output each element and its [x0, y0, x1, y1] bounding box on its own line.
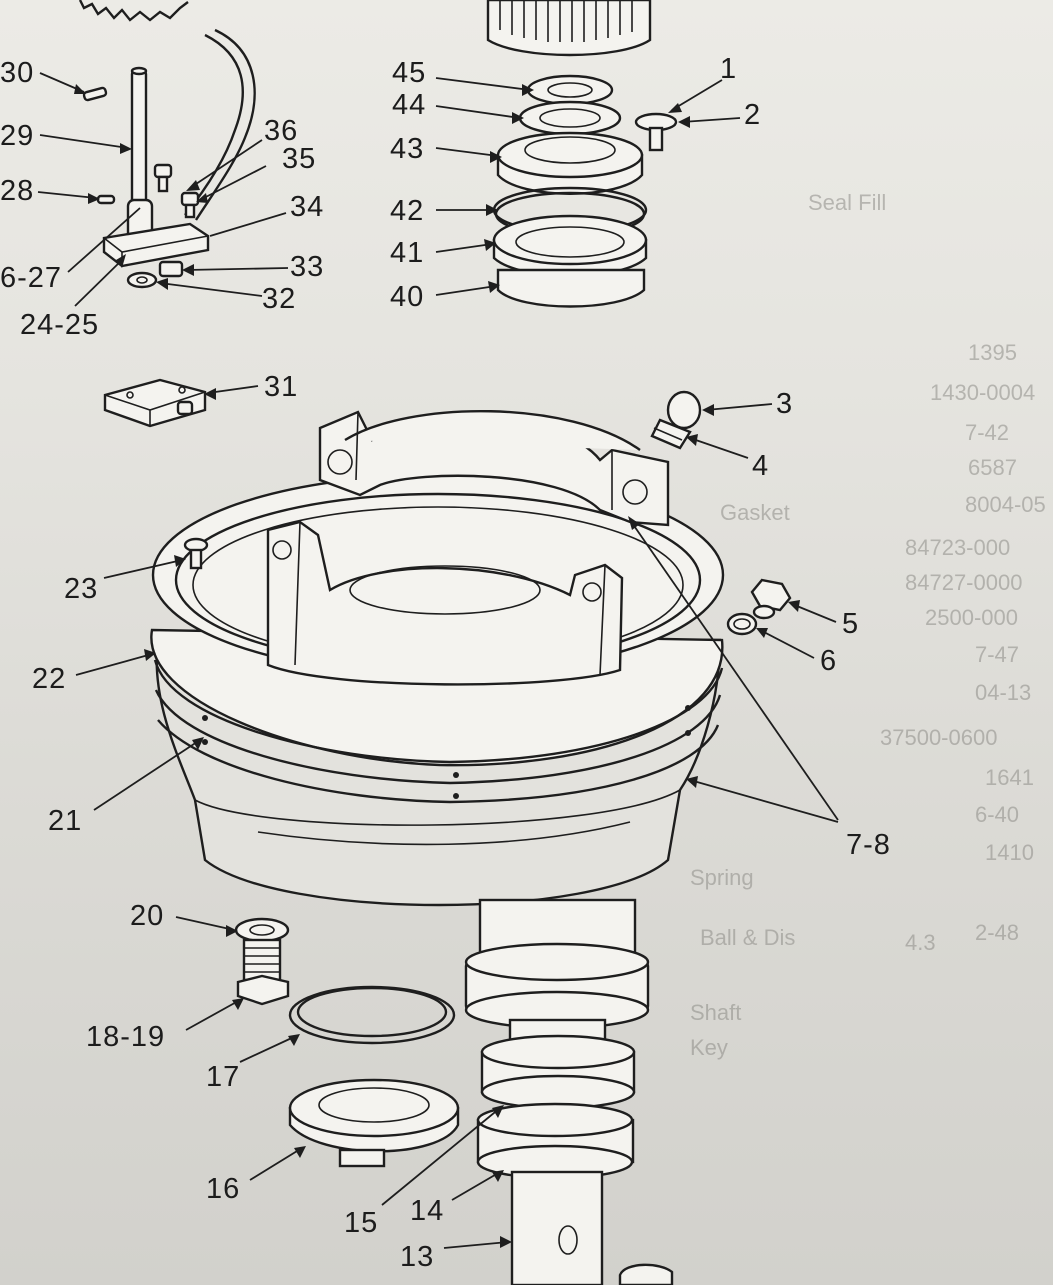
- pin: [96, 194, 116, 205]
- callout-7-8: 7-8: [846, 829, 891, 861]
- callout-41: 41: [390, 237, 424, 269]
- ghost-text: 8004-05: [965, 492, 1046, 517]
- nut: [158, 260, 184, 278]
- ghost-text: 7-47: [975, 642, 1019, 667]
- rod: [130, 68, 148, 222]
- serrated-edge: [78, 0, 189, 22]
- ghost-text: Key: [690, 1035, 728, 1060]
- callout-17: 17: [206, 1061, 240, 1093]
- ring: [526, 74, 614, 106]
- curved-rod: [184, 33, 244, 216]
- ghost-text: 1395: [968, 340, 1017, 365]
- ghost-text: 04-13: [975, 680, 1031, 705]
- ghost-text: 1410: [985, 840, 1034, 865]
- ghost-text: Shaft: [690, 1000, 741, 1025]
- callout-36: 36: [264, 115, 298, 147]
- grease-fitting: [650, 390, 702, 450]
- leader-lines: [37, 72, 839, 1249]
- ghost-text: Gasket: [720, 500, 790, 525]
- callout-22: 22: [32, 663, 66, 695]
- main-housing: [150, 410, 725, 907]
- screw: [153, 163, 173, 193]
- callout-18-19: 18-19: [86, 1021, 165, 1053]
- ghost-text: 84723-000: [905, 535, 1010, 560]
- ghost-text: 6-40: [975, 802, 1019, 827]
- callout-23: 23: [64, 573, 98, 605]
- ghost-text: 6587: [968, 455, 1017, 480]
- gear: [486, 0, 652, 57]
- pin: [82, 86, 108, 102]
- ghost-text: Spring: [690, 865, 754, 890]
- seal-stack: [486, 0, 678, 308]
- callout-45: 45: [392, 57, 426, 89]
- ghost-text: 2-48: [975, 920, 1019, 945]
- callout-33: 33: [290, 251, 324, 283]
- callout-14: 14: [410, 1195, 444, 1227]
- ghost-text: Seal Fill: [808, 190, 886, 215]
- ghost-text: 37500-0600: [880, 725, 997, 750]
- screw: [634, 112, 678, 152]
- ghost-text: 2500-000: [925, 605, 1018, 630]
- ghost-text: 84727-0000: [905, 570, 1022, 595]
- callout-35: 35: [282, 143, 316, 175]
- callout-29: 29: [0, 120, 34, 152]
- bleed-through-text: 1395 1430-0004 7-42 6587 8004-05 84723-0…: [690, 190, 1046, 1060]
- callout-34: 34: [290, 191, 324, 223]
- callout-15: 15: [344, 1207, 378, 1239]
- linkage-assembly: [78, 0, 256, 289]
- housing-ring: [496, 268, 646, 308]
- threaded-fitting: [234, 917, 290, 1006]
- callout-4: 4: [752, 450, 769, 482]
- callout-1: 1: [720, 53, 737, 85]
- callout-43: 43: [390, 133, 424, 165]
- callout-21: 21: [48, 805, 82, 837]
- screw: [180, 191, 200, 219]
- callout-31: 31: [264, 371, 298, 403]
- callout-labels: 1 2 3 4 5 6 7-8 13 14 15 16 17 18-19 20 …: [0, 53, 891, 1273]
- ghost-text: 7-42: [965, 420, 1009, 445]
- o-ring: [288, 985, 456, 1045]
- callout-40: 40: [390, 281, 424, 313]
- callout-42: 42: [390, 195, 424, 227]
- callout-5: 5: [842, 608, 859, 640]
- ghost-text: 1641: [985, 765, 1034, 790]
- callout-6: 6: [820, 645, 837, 677]
- ghost-text: Ball & Dis: [700, 925, 795, 950]
- callout-20: 20: [130, 900, 164, 932]
- plug: [750, 578, 792, 620]
- callout-2: 2: [744, 99, 761, 131]
- callout-30: 30: [0, 57, 34, 89]
- shaft-stack: [464, 898, 674, 1285]
- callout-28: 28: [0, 175, 34, 207]
- callout-24-25: 24-25: [20, 309, 99, 341]
- cover-plate: [103, 378, 207, 428]
- washer: [126, 271, 158, 289]
- callout-32: 32: [262, 283, 296, 315]
- callout-26-27: 6-27: [0, 262, 62, 294]
- seal: [288, 1078, 460, 1168]
- ghost-text: 1430-0004: [930, 380, 1035, 405]
- ring: [518, 100, 622, 136]
- screw: [183, 537, 209, 570]
- washer: [726, 612, 758, 636]
- callout-3: 3: [776, 388, 793, 420]
- callout-16: 16: [206, 1173, 240, 1205]
- ghost-text: 4.3: [905, 930, 936, 955]
- callout-13: 13: [400, 1241, 434, 1273]
- callout-44: 44: [392, 89, 426, 121]
